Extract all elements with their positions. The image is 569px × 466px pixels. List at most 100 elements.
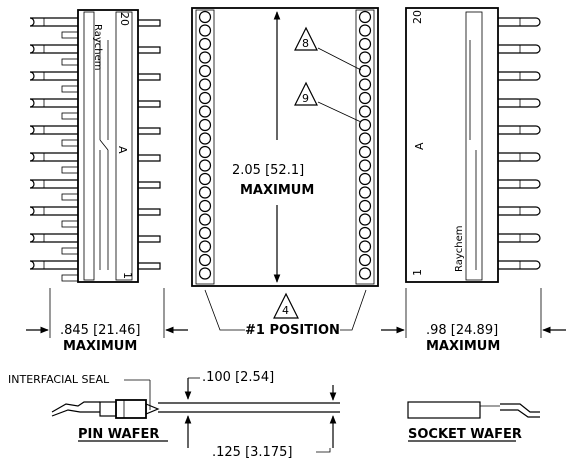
contact-circle [198, 145, 212, 159]
contact-circle [358, 91, 372, 105]
contact-circle [198, 105, 212, 118]
contact-circle [198, 64, 212, 78]
left-inner-pin [138, 235, 161, 243]
dimension-125: .125 [3.175] [212, 445, 292, 460]
right-view: 20 A Raychem 1 .98 [24.89] MAXIMUM [381, 7, 566, 354]
left-inner-pin [138, 154, 161, 162]
left-short-pin [61, 85, 79, 93]
left-inner-pin [138, 262, 161, 270]
left-short-pin [61, 31, 79, 39]
left-short-pin [61, 193, 79, 201]
left-brand: Raychem [92, 24, 103, 71]
left-outer-pin [29, 17, 78, 27]
right-pin [498, 179, 541, 189]
contact-circle [358, 10, 372, 24]
contact-circle [198, 118, 212, 132]
center-body [191, 7, 379, 287]
left-inner-pin [138, 208, 161, 216]
left-pin-bottom: 1 [121, 272, 134, 279]
left-outer-pin [29, 98, 78, 108]
contact-circle [198, 78, 212, 91]
right-pin [498, 152, 541, 162]
left-outer-pin [29, 179, 78, 189]
right-pin [498, 17, 541, 27]
contact-circle [358, 78, 372, 91]
left-outer-pin [29, 206, 78, 216]
left-pin-row-inner [138, 19, 161, 270]
position-one-label: #1 POSITION [245, 323, 340, 338]
right-pin-top: 20 [411, 10, 424, 24]
left-pin-top: 20 [118, 12, 131, 26]
right-width-dimension: .98 [24.89] [426, 323, 498, 338]
contact-circle [358, 199, 372, 213]
contact-circle [358, 118, 372, 132]
left-short-pin [61, 139, 79, 147]
right-pin-row [498, 17, 541, 270]
left-outer-pin [29, 44, 78, 54]
contact-circle [198, 132, 212, 145]
contact-circle [198, 186, 212, 199]
callout-triangle-8 [294, 26, 318, 51]
left-short-pin [61, 58, 79, 66]
right-pin [498, 233, 541, 243]
callout-4-number: 4 [282, 304, 289, 317]
left-outer-pin [29, 71, 78, 81]
left-inner-pin [138, 46, 161, 54]
left-short-pin [61, 247, 79, 255]
contact-circle [198, 226, 212, 240]
socket-wafer-label: SOCKET WAFER [408, 427, 522, 442]
left-inner-pin [138, 73, 161, 81]
contact-circle [198, 37, 212, 51]
left-inner-pin [138, 181, 161, 189]
contact-circle [358, 267, 372, 280]
contact-circle [358, 24, 372, 37]
right-row-letter: A [413, 142, 426, 150]
socket-wafer-side-view: SOCKET WAFER [407, 401, 540, 442]
contact-circle [358, 132, 372, 145]
left-short-pin [61, 166, 79, 174]
contact-circle [358, 145, 372, 159]
left-view: 20 Raychem A 1 .845 [21.46] MAXIMUM [26, 9, 188, 354]
contact-circle [198, 199, 212, 213]
center-contact-column-right [358, 10, 372, 280]
contact-circle [358, 37, 372, 51]
contact-circle [198, 172, 212, 186]
left-outer-pin [29, 233, 78, 243]
contact-circle [198, 253, 212, 267]
callout-8-number: 8 [302, 37, 309, 50]
left-row-letter: A [116, 146, 129, 154]
left-short-pin [61, 220, 79, 228]
center-contact-column-left [198, 10, 212, 280]
contact-circle [358, 172, 372, 186]
contact-circle [358, 226, 372, 240]
right-pin [498, 125, 541, 135]
contact-circle [358, 51, 372, 64]
left-inner-pin [138, 100, 161, 108]
right-pin [498, 260, 541, 270]
contact-circle [358, 213, 372, 226]
left-outer-pin [29, 125, 78, 135]
contact-circle [358, 105, 372, 118]
right-width-note: MAXIMUM [426, 339, 500, 354]
callout-triangle-9 [294, 81, 318, 106]
right-pin [498, 44, 541, 54]
right-brand: Raychem [454, 225, 465, 272]
contact-circle [358, 253, 372, 267]
contact-circle [358, 186, 372, 199]
contact-circle [358, 159, 372, 172]
contact-circle [358, 240, 372, 253]
center-height-note: MAXIMUM [240, 183, 314, 198]
left-pin-row-outer [29, 17, 79, 282]
right-pin-bottom: 1 [411, 269, 424, 276]
right-pin [498, 71, 541, 81]
pin-wafer-label: PIN WAFER [78, 427, 159, 442]
contact-circle [198, 51, 212, 64]
callout-9-number: 9 [302, 92, 309, 105]
right-pin [498, 206, 541, 216]
left-inner-pin [138, 19, 161, 27]
contact-circle [198, 91, 212, 105]
contact-circle [198, 10, 212, 24]
contact-circle [198, 240, 212, 253]
contact-circle [198, 24, 212, 37]
